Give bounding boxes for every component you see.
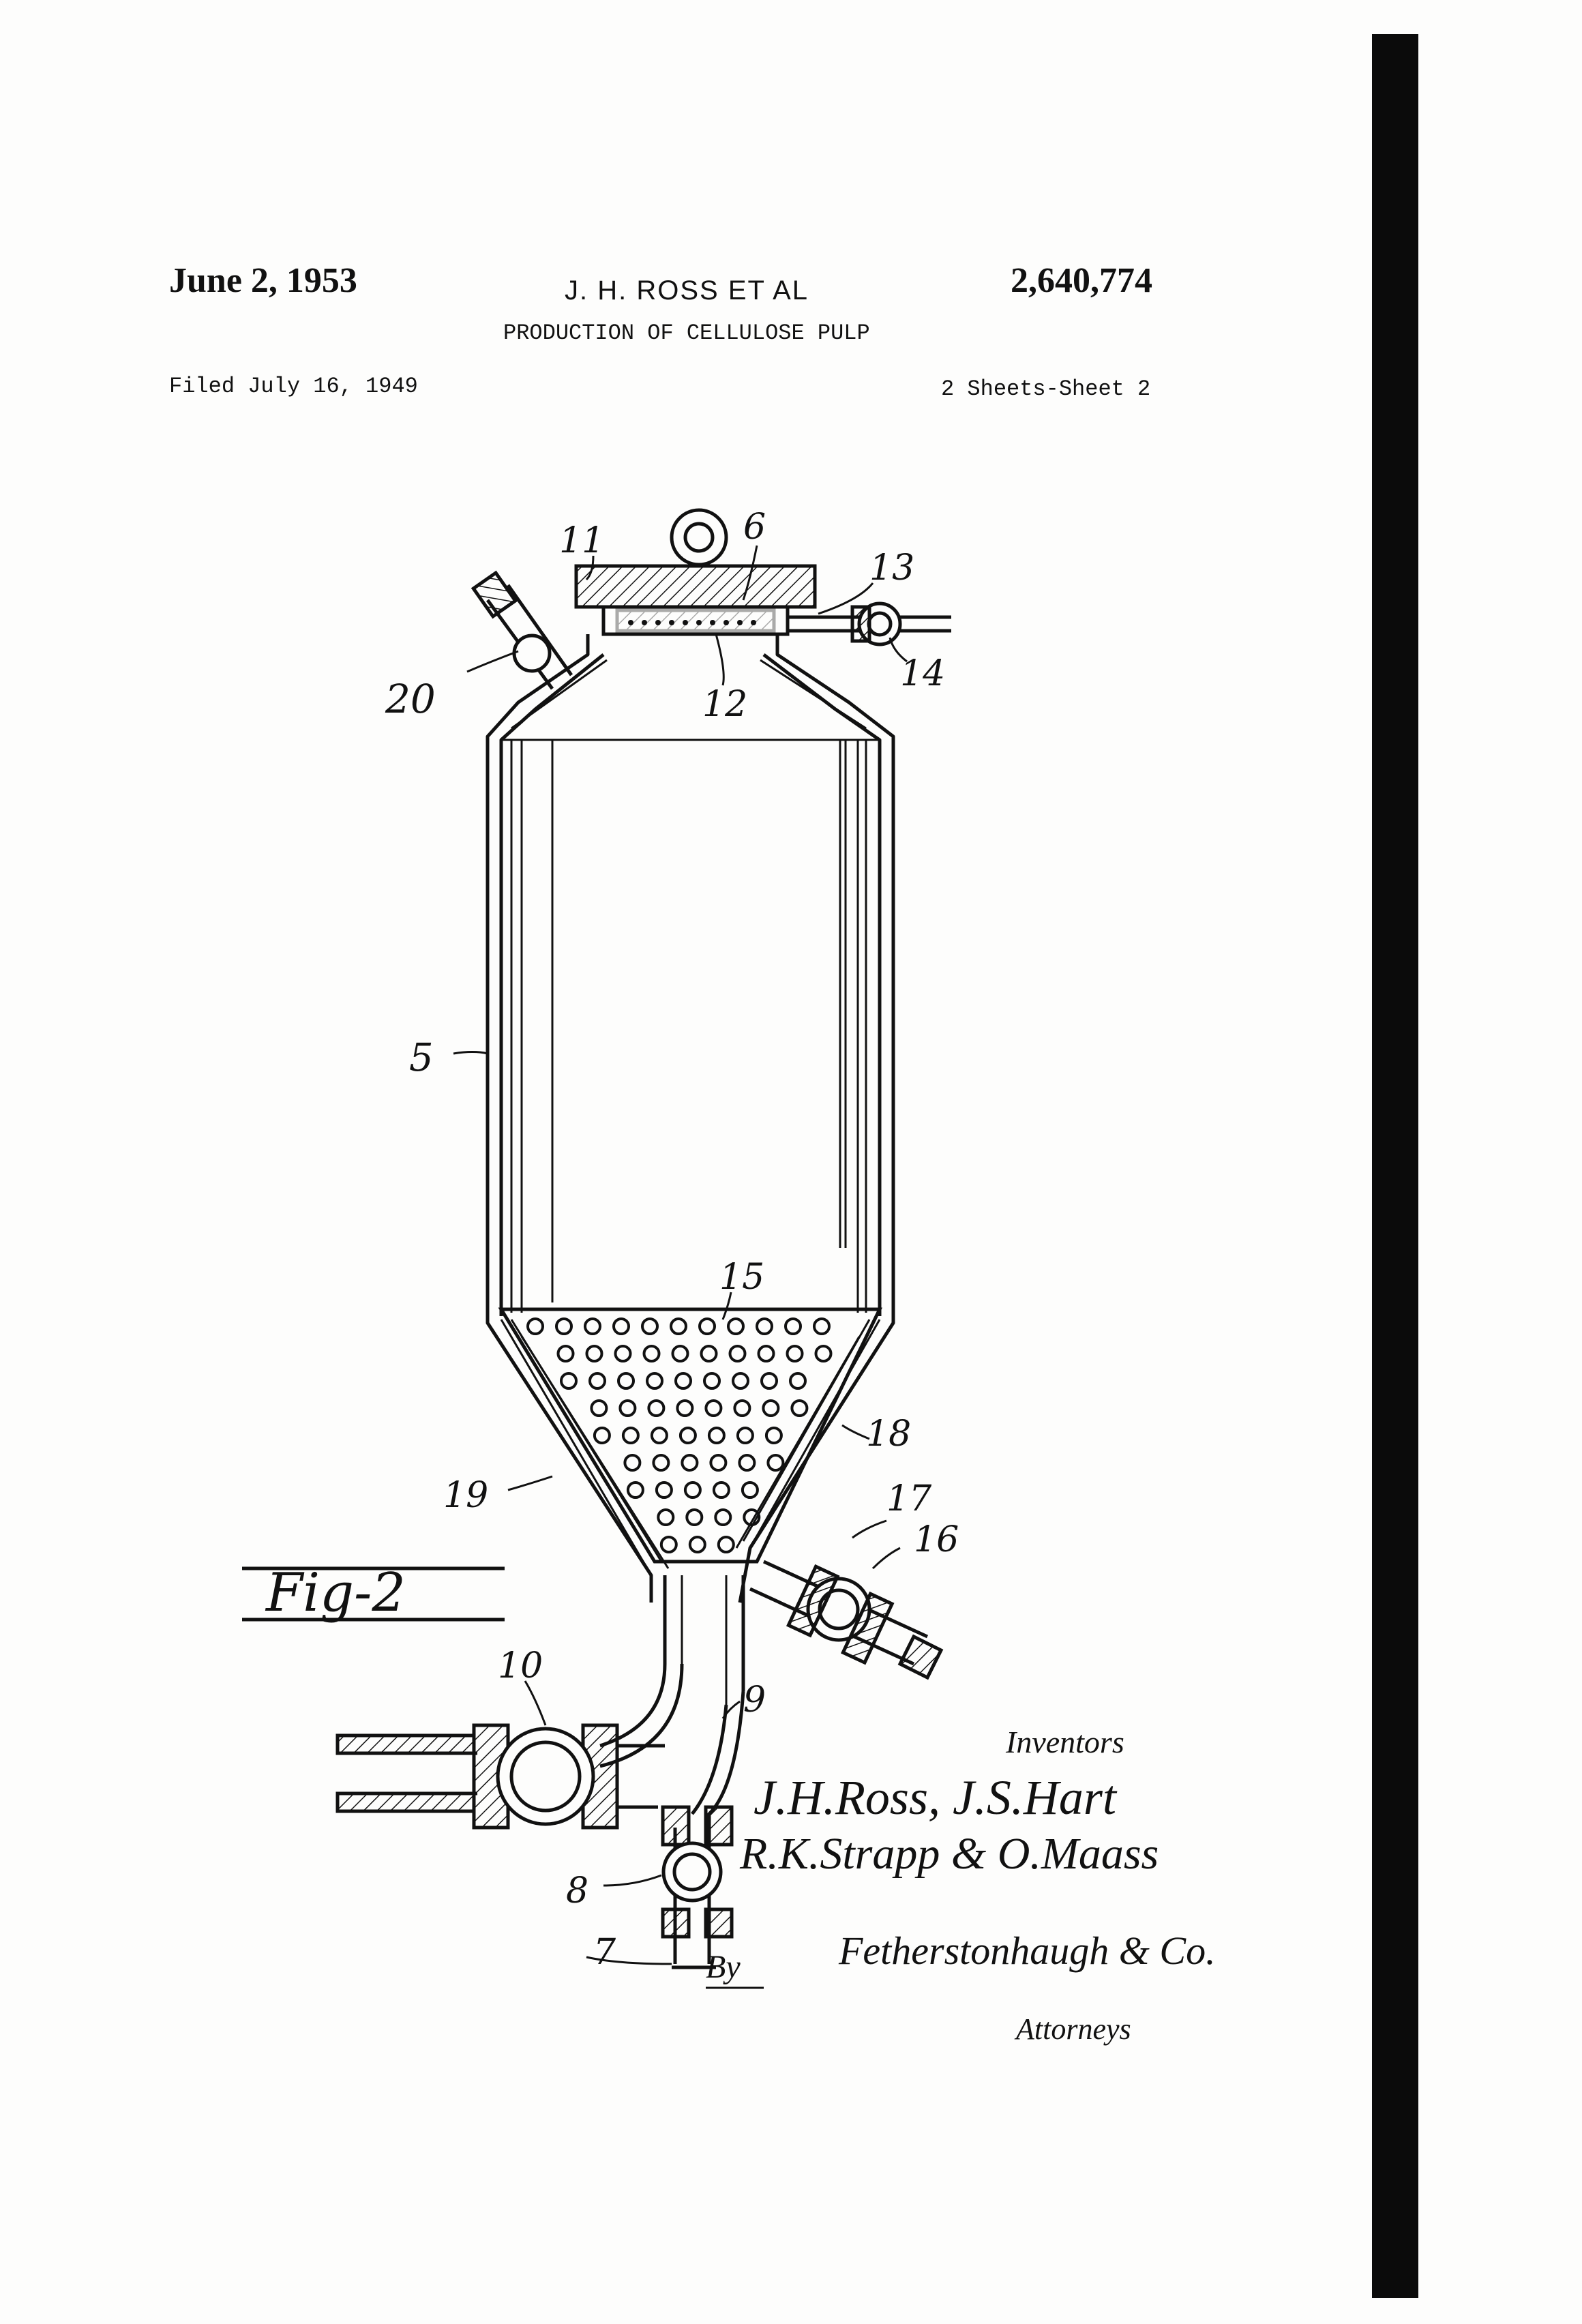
ref-15: 15 xyxy=(719,1257,764,1298)
top-inlet-pipe xyxy=(473,573,571,689)
cone-hole xyxy=(653,1455,668,1470)
cone-hole xyxy=(620,1401,635,1416)
cone-hole xyxy=(628,1483,643,1498)
cone-hole xyxy=(734,1401,749,1416)
cone-hole xyxy=(704,1373,719,1388)
inventors-label: Inventors xyxy=(1005,1725,1124,1759)
ref-9: 9 xyxy=(743,1680,766,1720)
cone-hole xyxy=(556,1319,571,1334)
ref-14: 14 xyxy=(900,653,945,694)
cone-hole xyxy=(687,1510,702,1525)
cone-hole xyxy=(618,1373,633,1388)
cone-hole xyxy=(642,1319,657,1334)
cone-hole xyxy=(786,1319,801,1334)
cone-hole xyxy=(671,1319,686,1334)
bottom-outlet-pipe xyxy=(600,1575,743,1967)
vessel-inner-wall xyxy=(501,655,880,1316)
horizontal-inlet-pipe xyxy=(338,1725,665,1828)
fig-label-text: Fig-2 xyxy=(265,1562,406,1624)
cone-hole xyxy=(561,1373,576,1388)
cone-hole xyxy=(702,1346,717,1361)
cone-hole xyxy=(743,1483,758,1498)
cone-hole xyxy=(652,1428,667,1443)
cone-hole xyxy=(738,1428,753,1443)
ref-12: 12 xyxy=(702,684,747,725)
cone-hole xyxy=(585,1319,600,1334)
inventor-names-line1: J.H.Ross, J.S.Hart xyxy=(753,1770,1118,1825)
cone-hole xyxy=(768,1455,783,1470)
cone-hole xyxy=(614,1319,629,1334)
vessel-outer-wall xyxy=(488,634,893,1603)
cone-hole xyxy=(816,1346,831,1361)
cone-hole xyxy=(590,1373,605,1388)
cone-hole xyxy=(658,1510,673,1525)
cone-hole xyxy=(719,1537,734,1552)
cone-hole xyxy=(792,1401,807,1416)
cone-hole xyxy=(762,1373,777,1388)
ref-18: 18 xyxy=(866,1414,911,1455)
cone-hole xyxy=(682,1455,697,1470)
vessel-lid xyxy=(576,510,815,634)
ref-7: 7 xyxy=(593,1932,616,1973)
cone-hole xyxy=(676,1373,691,1388)
ref-6: 6 xyxy=(743,507,766,548)
cone-hole xyxy=(766,1428,781,1443)
cone-hole xyxy=(625,1455,640,1470)
cone-hole xyxy=(759,1346,774,1361)
cone-hole xyxy=(644,1346,659,1361)
cone-hole xyxy=(623,1428,638,1443)
cone-hole xyxy=(673,1346,688,1361)
cone-hole xyxy=(685,1483,700,1498)
cone-hole xyxy=(661,1537,676,1552)
attorneys-label: Attorneys xyxy=(1014,2012,1131,2046)
ref-20: 20 xyxy=(385,676,436,722)
cone-hole xyxy=(733,1373,748,1388)
inventor-names-line2: R.K.Strapp & O.Maass xyxy=(739,1829,1159,1879)
ref-19: 19 xyxy=(443,1475,488,1516)
cone-hole xyxy=(714,1483,729,1498)
cone-hole xyxy=(711,1455,726,1470)
ref-13: 13 xyxy=(869,548,914,589)
cone-hole xyxy=(790,1373,805,1388)
ref-16: 16 xyxy=(914,1519,959,1560)
cone-hole xyxy=(788,1346,803,1361)
cone-hole xyxy=(730,1346,745,1361)
cone-hole xyxy=(706,1401,721,1416)
cone-hole xyxy=(595,1428,610,1443)
cone-hole xyxy=(528,1319,543,1334)
cone-hole xyxy=(677,1401,692,1416)
top-outlet-pipe xyxy=(788,604,951,644)
ref-11: 11 xyxy=(559,520,604,561)
cone-hole xyxy=(728,1319,743,1334)
cone-hole xyxy=(591,1401,606,1416)
cone-hole xyxy=(814,1319,829,1334)
cone-hole xyxy=(763,1401,778,1416)
cone-hole xyxy=(681,1428,696,1443)
cone-hole xyxy=(647,1373,662,1388)
cone-holes xyxy=(528,1319,831,1552)
cone-hole xyxy=(739,1455,754,1470)
cone-hole xyxy=(715,1510,730,1525)
cone-hole xyxy=(616,1346,631,1361)
cone-hole xyxy=(690,1537,705,1552)
cone-hole xyxy=(657,1483,672,1498)
ref-10: 10 xyxy=(498,1645,543,1686)
ref-17: 17 xyxy=(886,1478,932,1519)
figure-label: Fig-2 xyxy=(242,1562,505,1624)
cone-hole xyxy=(709,1428,724,1443)
cone-hole xyxy=(558,1346,573,1361)
attorney-firm: Fetherstonhaugh & Co. xyxy=(838,1928,1216,1973)
cone-hole xyxy=(700,1319,715,1334)
cone-hole xyxy=(587,1346,602,1361)
cone-hole xyxy=(757,1319,772,1334)
ref-8: 8 xyxy=(566,1871,588,1911)
side-outlet-pipe xyxy=(750,1562,941,1678)
cone-hole xyxy=(648,1401,663,1416)
by-label: By xyxy=(706,1949,741,1985)
ref-5: 5 xyxy=(409,1036,434,1080)
